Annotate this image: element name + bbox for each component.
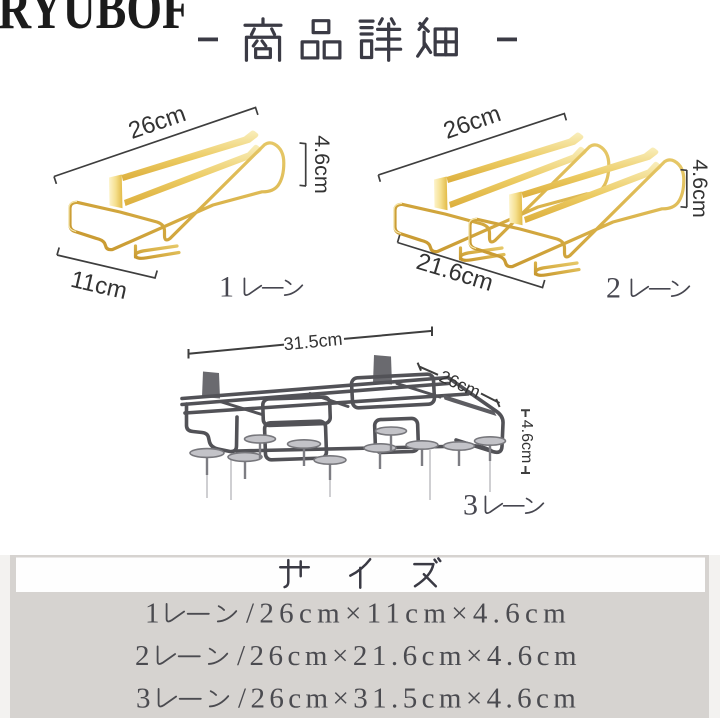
svg-text:/26cm×11cm×4.6cm: /26cm×11cm×4.6cm <box>246 597 571 629</box>
svg-text:26cm: 26cm <box>125 100 189 145</box>
svg-text:RYUBOF: RYUBOF <box>0 0 190 41</box>
svg-text:4.6cm: 4.6cm <box>688 159 712 218</box>
svg-text:1: 1 <box>219 271 234 304</box>
svg-text:3: 3 <box>463 489 478 522</box>
svg-text:31.5cm: 31.5cm <box>283 329 344 355</box>
svg-text:3: 3 <box>136 683 151 715</box>
svg-text:4.6cm: 4.6cm <box>310 135 334 194</box>
svg-text:21.6cm: 21.6cm <box>413 248 496 297</box>
svg-text:2: 2 <box>135 640 150 672</box>
svg-text:/26cm×31.5cm×4.6cm: /26cm×31.5cm×4.6cm <box>238 683 580 715</box>
svg-text:/26cm×21.6cm×4.6cm: /26cm×21.6cm×4.6cm <box>237 640 581 672</box>
svg-text:2: 2 <box>606 272 621 305</box>
svg-text:1: 1 <box>145 597 160 629</box>
svg-text:11cm: 11cm <box>68 266 130 305</box>
svg-text:4.6cm: 4.6cm <box>518 420 535 464</box>
svg-text:26cm: 26cm <box>440 100 504 145</box>
